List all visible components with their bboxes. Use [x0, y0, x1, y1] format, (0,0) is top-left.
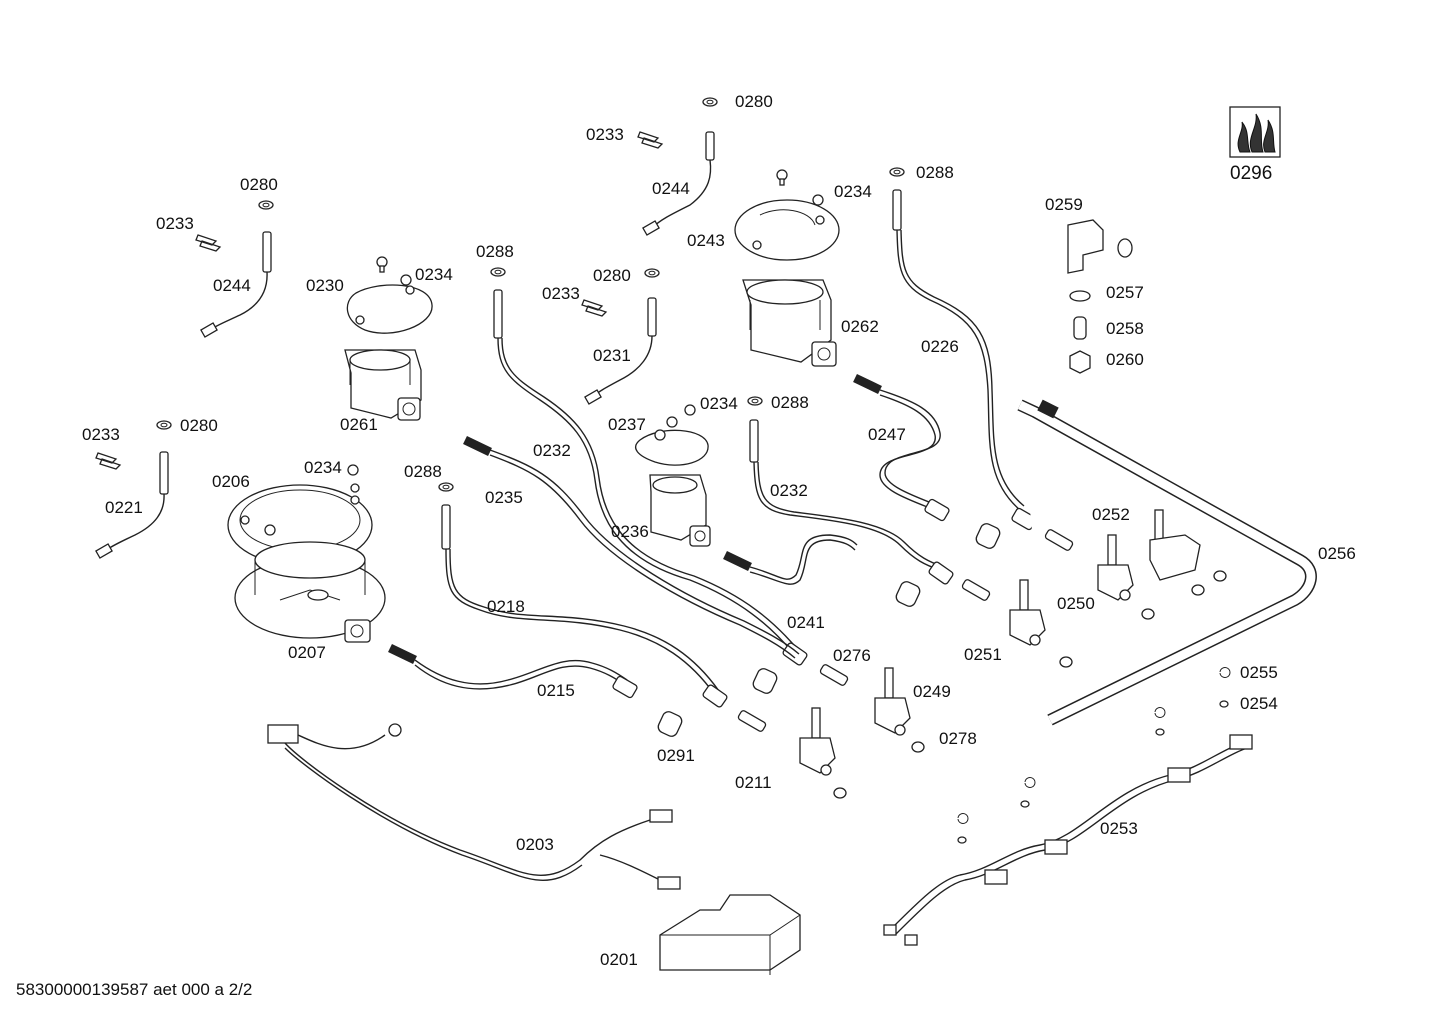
label-0244: 0244: [213, 276, 251, 295]
nuts-and-injectors: [657, 523, 1227, 799]
wiring-harness-0203: [267, 723, 681, 890]
label-0233: 0233: [82, 425, 120, 444]
label-0231: 0231: [593, 346, 631, 365]
burner-0207: [227, 464, 386, 643]
washer-parts: [156, 97, 905, 492]
label-0276: 0276: [833, 646, 871, 665]
label-0278: 0278: [939, 729, 977, 748]
label-0288: 0288: [404, 462, 442, 481]
label-0236: 0236: [611, 522, 649, 541]
label-0201: 0201: [600, 950, 638, 969]
label-0259: 0259: [1045, 195, 1083, 214]
label-0256: 0256: [1318, 544, 1356, 563]
label-0243: 0243: [687, 231, 725, 250]
document-id-footer: 58300000139587 aet 000 a 2/2: [16, 980, 253, 999]
label-0251: 0251: [964, 645, 1002, 664]
label-0288: 0288: [771, 393, 809, 412]
label-0211: 0211: [735, 773, 772, 792]
thermocouple-tubes: [441, 189, 1037, 708]
part-labels: 0280 0233 0244 0280 0233 0244 0230 0234 …: [82, 92, 1356, 969]
label-0252: 0252: [1092, 505, 1130, 524]
label-0234: 0234: [304, 458, 342, 477]
burner-0236: [635, 404, 711, 547]
label-0247: 0247: [868, 425, 906, 444]
label-0244: 0244: [652, 179, 690, 198]
gas-taps: [799, 509, 1201, 776]
label-0206: 0206: [212, 472, 250, 491]
label-0255: 0255: [1240, 663, 1278, 682]
label-0218: 0218: [487, 597, 525, 616]
label-0233: 0233: [156, 214, 194, 233]
label-0234: 0234: [415, 265, 453, 284]
label-0280: 0280: [180, 416, 218, 435]
label-0249: 0249: [913, 682, 951, 701]
burner-0261: [344, 256, 433, 421]
label-0234: 0234: [834, 182, 872, 201]
gas-pipes: [388, 373, 950, 699]
label-0280: 0280: [240, 175, 278, 194]
label-0203: 0203: [516, 835, 554, 854]
elbow-fitting-0259: [1067, 219, 1133, 374]
ignition-electrodes: [95, 131, 715, 559]
label-0233: 0233: [586, 125, 624, 144]
label-0215: 0215: [537, 681, 575, 700]
label-0233: 0233: [542, 284, 580, 303]
ignition-module-0201: [659, 894, 801, 975]
burner-0262: [734, 169, 840, 367]
label-0257: 0257: [1106, 283, 1144, 302]
label-0232: 0232: [533, 441, 571, 460]
label-0221: 0221: [105, 498, 143, 517]
label-0296: 0296: [1230, 163, 1272, 184]
label-0237: 0237: [608, 415, 646, 434]
label-0288: 0288: [476, 242, 514, 261]
label-0280: 0280: [735, 92, 773, 111]
label-0232: 0232: [770, 481, 808, 500]
label-0250: 0250: [1057, 594, 1095, 613]
label-0234: 0234: [700, 394, 738, 413]
label-0226: 0226: [921, 337, 959, 356]
label-0253: 0253: [1100, 819, 1138, 838]
switch-harness-0253: [883, 667, 1253, 946]
spring-clip-parts: [95, 131, 664, 470]
label-0260: 0260: [1106, 350, 1144, 369]
gas-flame-icon: [1229, 106, 1281, 158]
label-0254: 0254: [1240, 694, 1278, 713]
label-0262: 0262: [841, 317, 879, 336]
label-0230: 0230: [306, 276, 344, 295]
label-0207: 0207: [288, 643, 326, 662]
label-0241: 0241: [787, 613, 825, 632]
label-0235: 0235: [485, 488, 523, 507]
label-0280: 0280: [593, 266, 631, 285]
label-0291: 0291: [657, 746, 695, 765]
label-0261: 0261: [340, 415, 378, 434]
label-0258: 0258: [1106, 319, 1144, 338]
label-0288: 0288: [916, 163, 954, 182]
